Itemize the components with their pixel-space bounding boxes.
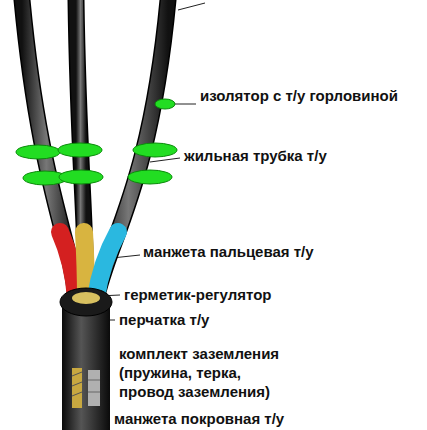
part-label: жильная трубка т/у bbox=[184, 146, 327, 165]
insulator-sheds bbox=[16, 99, 177, 185]
part-label: изолятор с т/у горловиной bbox=[200, 86, 398, 105]
part-label: комплект заземления (пружина, терка, про… bbox=[119, 344, 297, 401]
part-label: перчатка т/у bbox=[119, 310, 209, 329]
grounding-kit bbox=[72, 368, 100, 408]
part-label: манжета пальцевая т/у bbox=[143, 242, 314, 261]
part-label: герметик-регулятор bbox=[124, 285, 272, 304]
glove bbox=[60, 288, 112, 316]
sealant bbox=[72, 292, 100, 304]
cable-jacket bbox=[62, 300, 110, 430]
part-label: манжета покровная т/у bbox=[114, 409, 284, 428]
